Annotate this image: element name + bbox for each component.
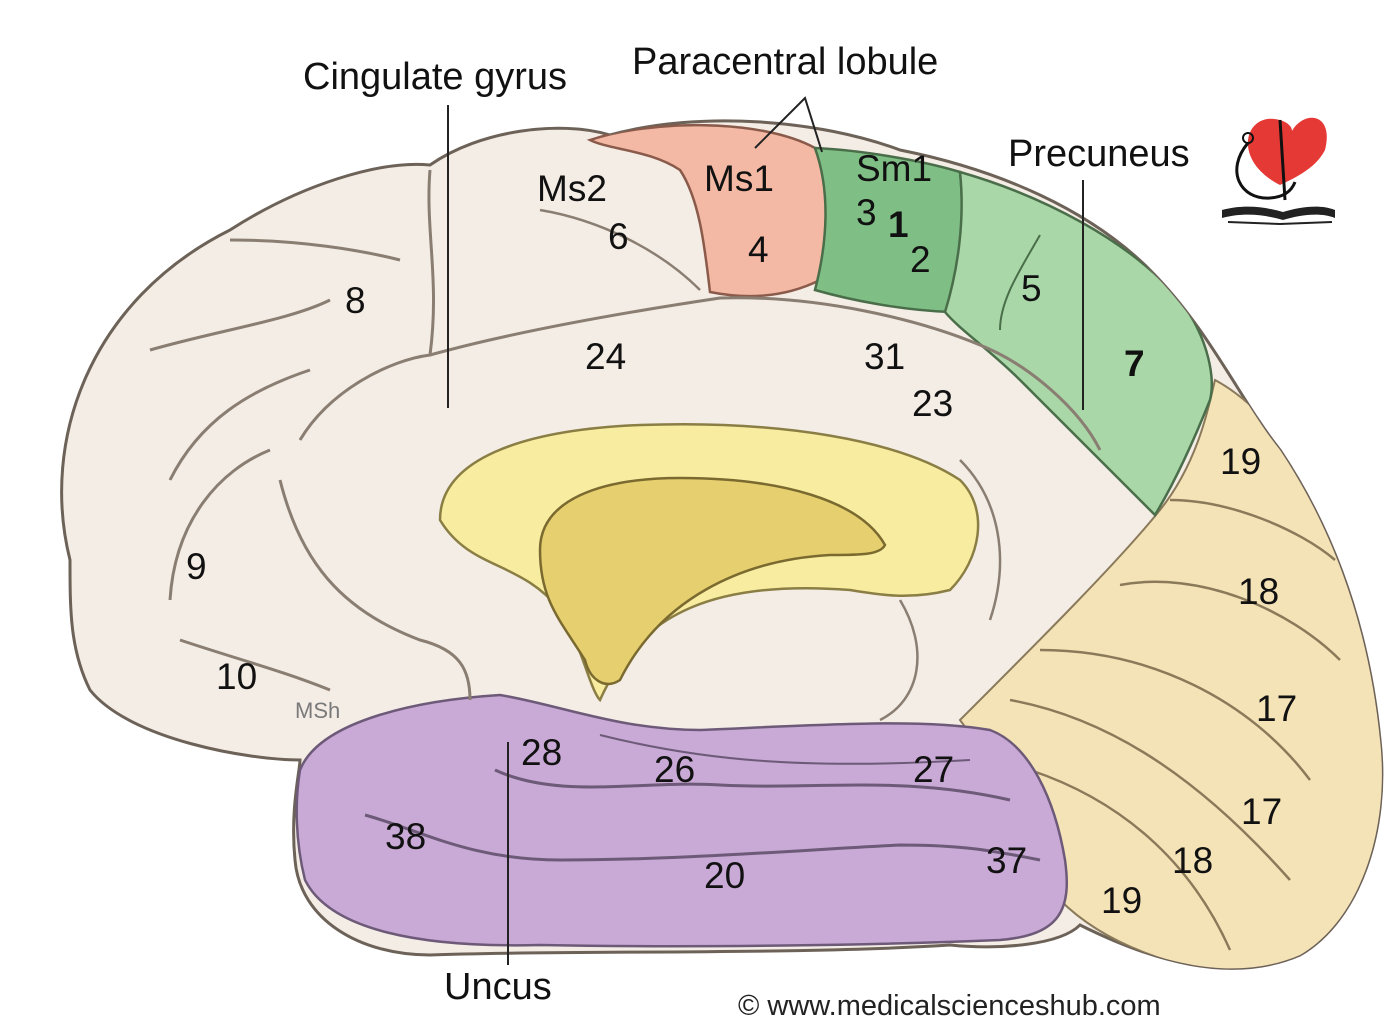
area-3: 3	[856, 192, 877, 233]
temporal-region	[295, 693, 1069, 948]
label-sm1: Sm1	[856, 148, 933, 189]
area-10: 10	[216, 656, 258, 697]
area-26: 26	[654, 749, 696, 790]
area-19-upper: 19	[1220, 441, 1262, 482]
area-23: 23	[912, 383, 954, 424]
copyright-text: © www.medicalscienceshub.com	[738, 990, 1161, 1022]
label-cingulate-gyrus: Cingulate gyrus	[303, 56, 568, 98]
area-4: 4	[748, 229, 769, 270]
area-6: 6	[608, 216, 629, 257]
area-19-lower: 19	[1101, 880, 1143, 921]
area-20: 20	[704, 855, 746, 896]
area-7: 7	[1124, 343, 1145, 384]
area-27: 27	[913, 749, 955, 790]
label-ms1: Ms1	[704, 158, 774, 199]
label-uncus: Uncus	[444, 966, 552, 1008]
label-ms2: Ms2	[537, 168, 607, 209]
area-17-lower: 17	[1241, 791, 1283, 832]
logo-icon	[1222, 117, 1335, 226]
area-38: 38	[385, 816, 427, 857]
area-18-upper: 18	[1238, 571, 1280, 612]
area-2: 2	[910, 239, 931, 280]
ms1-region	[586, 124, 830, 298]
area-31: 31	[864, 336, 906, 377]
label-precuneus: Precuneus	[1008, 133, 1190, 175]
area-5: 5	[1021, 268, 1042, 309]
area-28: 28	[521, 732, 563, 773]
area-8: 8	[345, 280, 366, 321]
area-18-lower: 18	[1172, 840, 1214, 881]
area-17-upper: 17	[1256, 688, 1298, 729]
area-9: 9	[186, 546, 207, 587]
label-msh: MSh	[295, 698, 341, 723]
area-24: 24	[585, 336, 627, 377]
lateral-ventricle	[538, 476, 887, 686]
area-1: 1	[888, 204, 909, 245]
label-paracentral-lobule: Paracentral lobule	[632, 41, 939, 83]
area-37: 37	[986, 840, 1028, 881]
